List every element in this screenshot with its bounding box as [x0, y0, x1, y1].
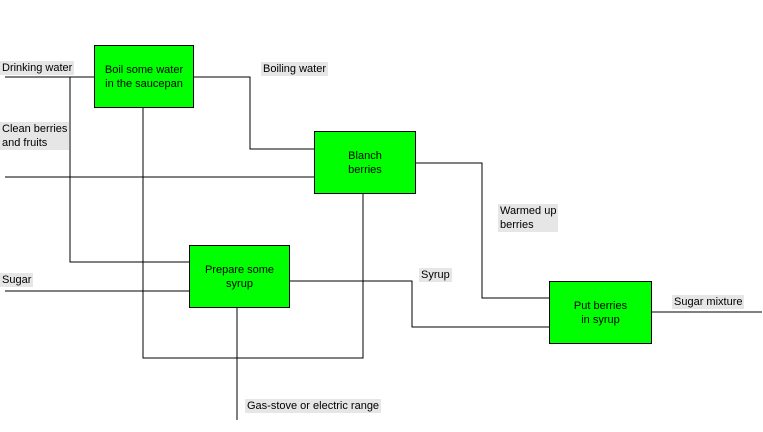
- label-sugar-mixture: Sugar mixture: [672, 295, 745, 309]
- process-blanch-berries: Blanch berries: [314, 131, 416, 194]
- process-put-berries: Put berries in syrup: [549, 281, 652, 344]
- label-boiling-water: Boiling water: [261, 62, 328, 76]
- label-clean-berries: Clean berries and fruits: [0, 122, 70, 150]
- label-gas-stove: Gas-stove or electric range: [245, 399, 382, 413]
- process-boil-water-label: Boil some water in the saucepan: [104, 63, 184, 90]
- connector-warmed-berries: [415, 162, 549, 299]
- label-warmed-berries: Warmed up berries: [498, 204, 559, 232]
- process-prepare-syrup: Prepare some syrup: [189, 245, 290, 308]
- process-blanch-berries-label: Blanch berries: [348, 149, 382, 176]
- connector-water-to-syrup: [69, 77, 189, 263]
- process-boil-water: Boil some water in the saucepan: [94, 45, 194, 108]
- process-prepare-syrup-label: Prepare some syrup: [204, 263, 275, 290]
- label-drinking-water: Drinking water: [0, 61, 75, 75]
- connector-syrup: [289, 280, 549, 328]
- connector-boiling-water: [194, 76, 314, 150]
- label-syrup: Syrup: [419, 268, 452, 282]
- label-sugar: Sugar: [0, 273, 34, 287]
- process-put-berries-label: Put berries in syrup: [573, 299, 628, 326]
- connector-heat-loop: [142, 108, 364, 359]
